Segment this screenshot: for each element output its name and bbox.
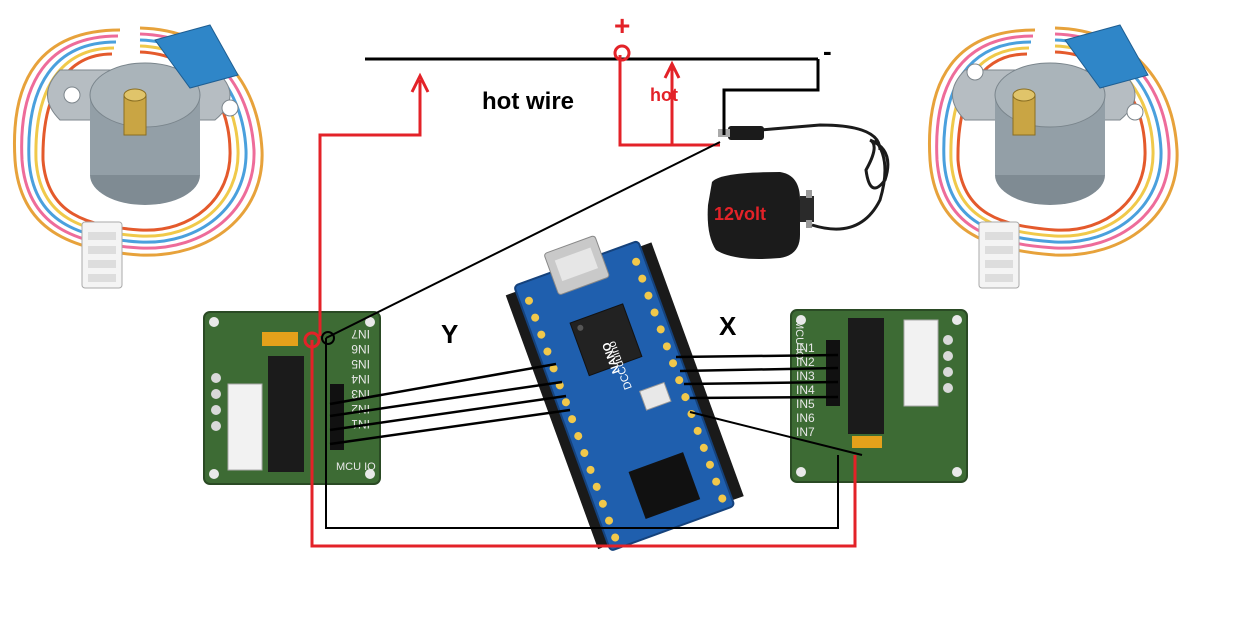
power-adapter [707,123,890,259]
driver-right-pin-label: IN4 [796,383,815,397]
arduino-nano: NANO DCCduino [505,235,744,551]
driver-left-pin-label: IN5 [351,357,370,371]
black-wires [325,141,863,529]
driver-left-pin-labels: IN7 IN6 IN5 IN4 IN3 IN2 IN1 MCU IO [336,327,376,473]
stepper-motor-right [927,24,1179,289]
driver-left-pin-label: IN7 [351,327,370,341]
driver-board-right [790,309,968,483]
driver-left-pin-label: IN2 [351,402,370,416]
red-wires [310,55,857,548]
minus-label: - [823,36,832,66]
left-power-terminal [303,331,321,349]
signal-wires-x [675,353,839,400]
driver-right-pin-label: IN6 [796,411,815,425]
driver-left-header-label: MCU IO [336,461,376,473]
stepper-motor-left [12,24,264,289]
driver-right-pin-labels: IN1 IN2 IN3 IN4 IN5 IN6 IN7 MCU IO [793,320,815,439]
driver-right-pin-label: IN3 [796,369,815,383]
axis-x-label: X [719,311,737,341]
driver-right-header-label: MCU IO [793,320,805,360]
power-supply-label: 12volt [714,204,766,224]
driver-right-pin-label: IN5 [796,397,815,411]
axis-y-label: Y [441,319,458,349]
driver-right-pin-label: IN7 [796,425,815,439]
driver-left-pin-label: IN6 [351,342,370,356]
driver-right-pin-label: IN1 [796,341,815,355]
left-ground-terminal [321,331,335,345]
hot-label: hot [650,85,678,105]
driver-right-pin-label: IN2 [796,355,815,369]
driver-left-pin-label: IN4 [351,372,370,386]
plus-terminal [613,44,631,62]
hot-wire-label: hot wire [482,88,574,115]
plus-label: + [614,10,630,41]
hot-wire-line [365,57,820,135]
driver-board-left [203,311,381,485]
signal-wires-y [329,362,571,446]
